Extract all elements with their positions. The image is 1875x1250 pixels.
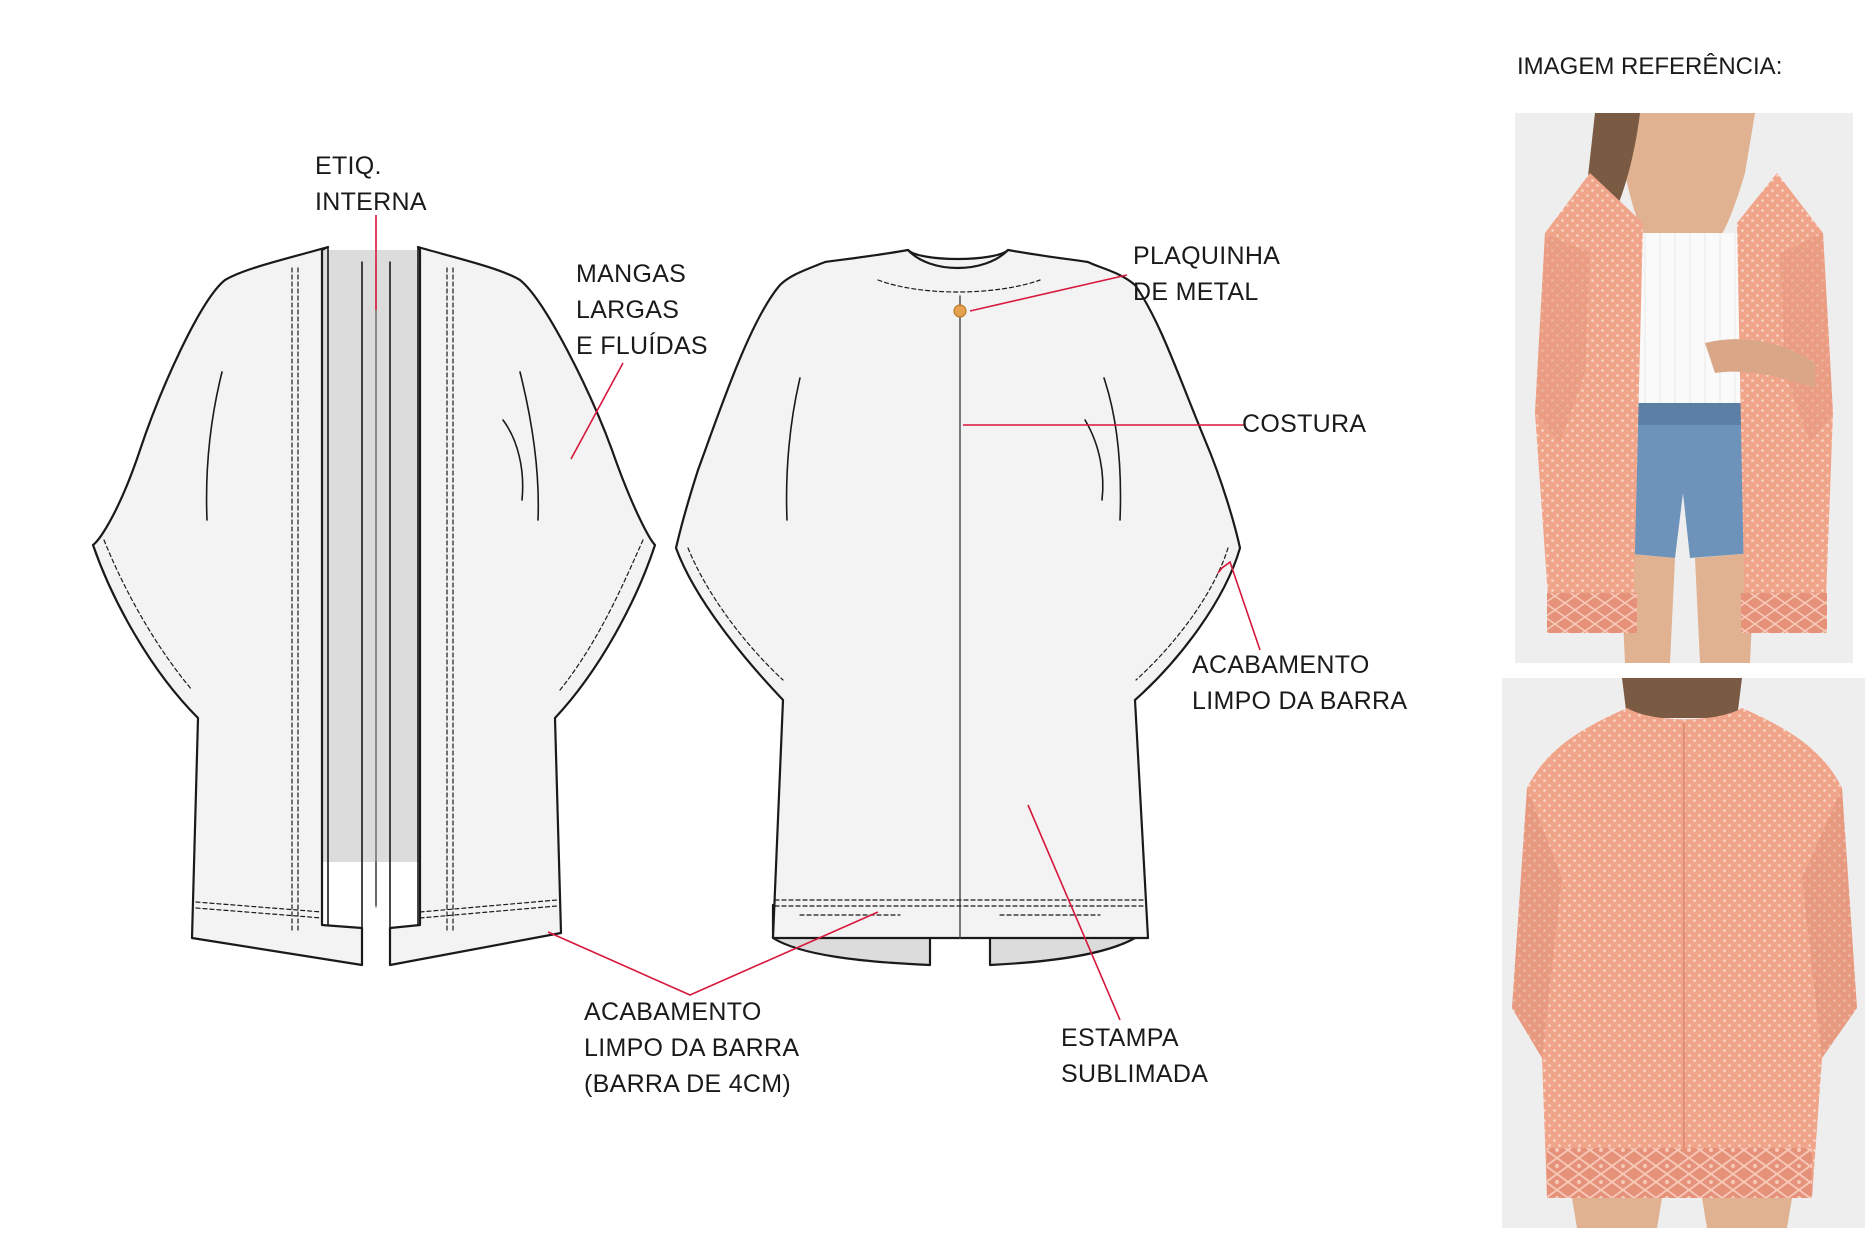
label-mangas: MANGAS LARGAS E FLUÍDAS bbox=[576, 256, 708, 364]
back-view bbox=[674, 248, 1242, 967]
label-line: COSTURA bbox=[1242, 410, 1367, 438]
callout-estampa bbox=[1027, 804, 1121, 1021]
callout-mangas bbox=[570, 362, 624, 460]
label-acabamento-barra: ACABAMENTO LIMPO DA BARRA (BARRA DE 4CM) bbox=[584, 994, 799, 1102]
back-view-photo bbox=[1502, 678, 1865, 1228]
label-line: LIMPO DA BARRA bbox=[584, 1034, 800, 1062]
label-line: (BARRA DE 4CM) bbox=[584, 1070, 792, 1098]
callout-acabamento-manga bbox=[1217, 560, 1261, 651]
label-estampa: ESTAMPA SUBLIMADA bbox=[1061, 1020, 1208, 1092]
label-line: ACABAMENTO bbox=[584, 998, 762, 1026]
label-plaquinha: PLAQUINHA DE METAL bbox=[1133, 238, 1280, 310]
callout-plaquinha bbox=[969, 274, 1128, 312]
label-line: ETIQ. bbox=[315, 152, 382, 180]
label-line: LARGAS bbox=[576, 296, 680, 324]
label-costura: COSTURA bbox=[1242, 406, 1366, 442]
label-line: LIMPO DA BARRA bbox=[1192, 687, 1408, 715]
label-line: MANGAS bbox=[576, 260, 687, 288]
front-inner-lining bbox=[322, 250, 420, 862]
label-line: SUBLIMADA bbox=[1061, 1060, 1209, 1088]
label-line: INTERNA bbox=[315, 188, 427, 216]
label-line: E FLUÍDAS bbox=[576, 332, 708, 360]
label-acabamento-manga: ACABAMENTO LIMPO DA BARRA bbox=[1192, 647, 1407, 719]
reference-title: IMAGEM REFERÊNCIA: bbox=[1517, 53, 1783, 80]
front-left-collar bbox=[327, 246, 363, 963]
label-line: ESTAMPA bbox=[1061, 1024, 1179, 1052]
label-line: DE METAL bbox=[1133, 278, 1259, 306]
front-view-photo bbox=[1515, 113, 1853, 663]
label-line: ACABAMENTO bbox=[1192, 651, 1370, 679]
front-view bbox=[91, 245, 657, 967]
label-line: PLAQUINHA bbox=[1133, 242, 1281, 270]
front-left-panel bbox=[91, 245, 364, 967]
callout-lines bbox=[375, 215, 1261, 1021]
metal-plate bbox=[953, 304, 967, 318]
front-right-collar bbox=[389, 246, 419, 963]
label-etiq-interna: ETIQ. INTERNA bbox=[315, 148, 427, 220]
back-body bbox=[674, 248, 1242, 940]
callout-acabamento-barra bbox=[547, 911, 879, 996]
